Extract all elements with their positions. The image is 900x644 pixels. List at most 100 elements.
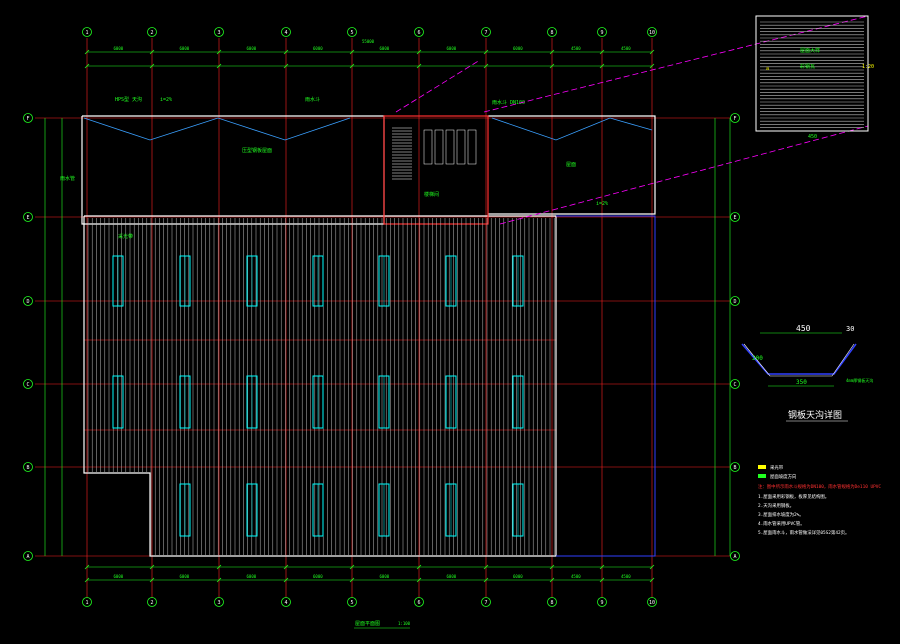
- gutter-section-detail: 450 30 350 200 4mm厚钢板天沟 钢板天沟详图: [741, 324, 873, 422]
- row-axis-bubble-right: [730, 212, 740, 222]
- dim-tick: [416, 564, 422, 570]
- gutter-section-shape: [741, 343, 857, 375]
- bottom-dim-text: 6000: [447, 574, 457, 579]
- right-roof-area: [556, 215, 656, 557]
- dim-tick: [149, 577, 155, 583]
- dim-tick: [416, 49, 422, 55]
- upper-right-outline: [488, 115, 656, 215]
- col-axis-bubble-bottom-label: 2: [150, 600, 153, 606]
- dim-tick: [549, 63, 555, 69]
- row-axis-bubble-right-label: E: [733, 215, 736, 221]
- bottom-dim-text: 4500: [571, 574, 581, 579]
- col-axis-bubble-top: [597, 27, 607, 37]
- inset-leaders: [395, 15, 869, 225]
- dim-tick: [216, 577, 222, 583]
- note-item-2: 2.天沟采用钢板。: [758, 502, 794, 509]
- top-gutter-label: HPS型 天沟: [115, 96, 142, 103]
- row-axis-bubble-right-label: A: [733, 554, 736, 560]
- main-roof-outline: [83, 215, 557, 557]
- row-axis-bubble-right-label: F: [733, 116, 736, 122]
- dim-tick: [549, 49, 555, 55]
- overall-dim-text: 55000: [362, 39, 375, 44]
- dim-tick: [84, 63, 90, 69]
- stair-fixture: [456, 129, 466, 165]
- dim-tick: [416, 577, 422, 583]
- gutter-dim-top: 450: [796, 324, 811, 333]
- dim-tick: [349, 63, 355, 69]
- col-axis-bubble-bottom-label: 6: [417, 600, 420, 606]
- gutter-dim-bottom: 350: [796, 379, 807, 386]
- dim-tick: [599, 564, 605, 570]
- top-dim-text: 6000: [114, 46, 124, 51]
- col-axis-bubble-top-label: 5: [350, 30, 353, 36]
- legend-skylight: 采光带: [770, 464, 784, 471]
- top-dim-text: 6000: [380, 46, 390, 51]
- notes-block: 采光带 屋面坡度方向 注：图中所示雨水斗规格为DN100，雨水管规格为De110…: [758, 464, 881, 536]
- dim-tick: [649, 49, 655, 55]
- dim-tick: [149, 49, 155, 55]
- col-axis-bubble-top: [281, 27, 291, 37]
- dim-tick: [483, 63, 489, 69]
- note-item-4: 4.雨水管采用UPVC管。: [758, 520, 805, 527]
- roof-panel-ribs: [87, 218, 555, 555]
- dim-tick: [549, 577, 555, 583]
- col-axis-bubble-bottom-label: 1: [85, 600, 88, 606]
- right-slope-label: i=2%: [596, 201, 608, 207]
- top-dim-text: 6000: [447, 46, 457, 51]
- row-axis-bubble-left: [23, 113, 33, 123]
- stair-fixture: [467, 129, 477, 165]
- dim-tick: [483, 49, 489, 55]
- dim-tick: [599, 49, 605, 55]
- row-axis-bubble-right-label: D: [733, 299, 736, 305]
- row-axis-bubble-left-label: E: [26, 215, 29, 221]
- bottom-dim-text: 6000: [247, 574, 257, 579]
- col-axis-bubble-bottom-label: 10: [649, 600, 655, 606]
- col-axis-bubble-bottom: [214, 597, 224, 607]
- row-axis-bubble-left: [23, 551, 33, 561]
- dim-tick: [649, 577, 655, 583]
- top-dim-text: 6000: [313, 46, 323, 51]
- col-axis-bubble-top: [82, 27, 92, 37]
- col-axis-bubble-bottom-label: 7: [484, 600, 487, 606]
- col-axis-bubble-top-label: 2: [150, 30, 153, 36]
- row-axis-bubble-right-label: B: [733, 465, 736, 471]
- note-item-5: 5.屋面雨水斗，雨水管做法详见05S2第42页。: [758, 529, 849, 536]
- top-right-label: 雨水斗 DN100: [492, 99, 525, 106]
- dim-tick: [283, 564, 289, 570]
- col-axis-bubble-bottom-label: 9: [600, 600, 603, 606]
- col-axis-bubble-top: [214, 27, 224, 37]
- dim-tick: [416, 63, 422, 69]
- dim-tick: [649, 564, 655, 570]
- col-axis-bubble-top-label: 9: [600, 30, 603, 36]
- right-area-label: 屋面: [566, 162, 576, 168]
- left-pipe-label: 雨水管: [60, 175, 75, 182]
- top-slope-label: i=2%: [160, 97, 172, 103]
- col-axis-bubble-bottom: [481, 597, 491, 607]
- dim-tick: [599, 63, 605, 69]
- dim-tick: [216, 564, 222, 570]
- dim-tick: [283, 49, 289, 55]
- detail-inset-frame: [755, 15, 869, 132]
- detail-inset-dim: 450: [808, 134, 817, 140]
- dim-tick: [599, 577, 605, 583]
- top-dim-text: 6000: [513, 46, 523, 51]
- col-axis-bubble-bottom: [82, 597, 92, 607]
- dim-tick: [84, 564, 90, 570]
- row-axis-bubble-left: [23, 462, 33, 472]
- detail-inset: 屋面大样 彩钢瓦 a 1:20 450: [755, 15, 874, 140]
- row-axis-bubble-left-label: F: [26, 116, 29, 122]
- detail-inset-title: 屋面大样: [800, 47, 820, 54]
- row-axis-bubble-right: [730, 551, 740, 561]
- col-axis-bubble-bottom: [347, 597, 357, 607]
- legend-slope: 屋面坡度方向: [770, 473, 796, 480]
- stair-fixture: [423, 129, 433, 165]
- axis-grid-lines: [35, 38, 735, 600]
- col-axis-bubble-bottom: [597, 597, 607, 607]
- bottom-dim-text: 6000: [313, 574, 323, 579]
- row-axis-bubble-right: [730, 462, 740, 472]
- dim-tick: [283, 63, 289, 69]
- col-axis-bubble-top: [647, 27, 657, 37]
- row-axis-bubble-left-label: B: [26, 465, 29, 471]
- top-dim-text: 6000: [247, 46, 257, 51]
- dim-tick: [349, 564, 355, 570]
